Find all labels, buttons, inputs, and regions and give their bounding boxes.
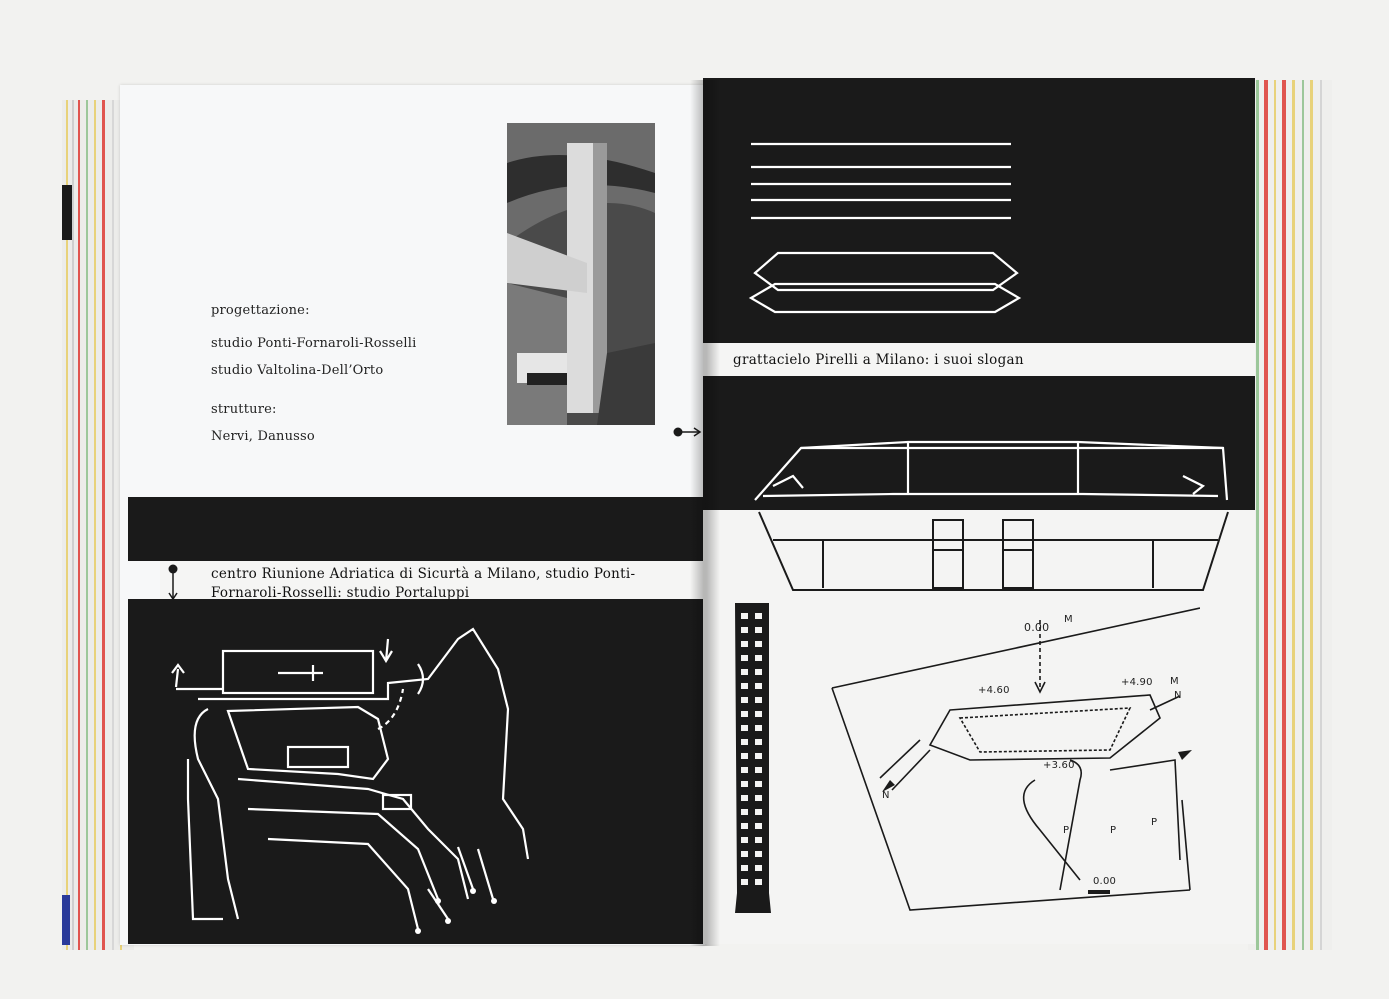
mark-p-1: P [1063, 825, 1070, 836]
slogan-panel [703, 78, 1255, 343]
book-gutter [690, 80, 720, 946]
design-studio-2: studio Valtolina-Dell’Orto [211, 363, 384, 378]
arrow-right-icon [673, 427, 702, 437]
tower-elevation-drawing [735, 603, 771, 913]
left-black-band [128, 497, 705, 561]
left-caption-bar [160, 561, 705, 599]
floor-plan-drawing [754, 440, 1229, 501]
mark-m-top: M [1064, 614, 1073, 625]
mark-p-3: P [1151, 817, 1158, 828]
site-plan-right [810, 600, 1200, 920]
mark-n-right: N [1174, 690, 1182, 701]
design-studio-1: studio Ponti-Fornaroli-Rosselli [211, 336, 417, 351]
right-caption: grattacielo Pirelli a Milano: i suoi slo… [733, 352, 1024, 368]
left-caption-line-2: Fornaroli-Rosselli: studio Portaluppi [211, 585, 470, 601]
level-center: +3.60 [1043, 760, 1075, 771]
pirelli-slogan-drawing [748, 142, 1022, 314]
mark-m-right: M [1170, 676, 1179, 687]
right-caption-bar [703, 343, 1255, 376]
level-zero-top: 0.00 [1024, 621, 1050, 634]
floor-plan-panel [703, 376, 1255, 510]
building-photo [507, 123, 655, 425]
site-plan-drawing [171, 627, 530, 934]
structures-label: strutture: [211, 402, 277, 417]
level-left: +4.60 [978, 685, 1010, 696]
level-right: +4.90 [1121, 677, 1153, 688]
site-plan-panel [128, 599, 705, 944]
mark-p-2: P [1110, 825, 1117, 836]
design-label: progettazione: [211, 303, 310, 318]
left-caption-line-1: centro Riunione Adriatica di Sicurtà a M… [211, 566, 636, 582]
arrow-down-icon [168, 564, 178, 601]
floor-plan-lower [703, 510, 1255, 600]
right-page-edges [1248, 80, 1332, 950]
structures-names: Nervi, Danusso [211, 429, 315, 444]
mark-n-left: N [882, 790, 890, 801]
level-zero-bottom: 0.00 [1093, 876, 1117, 887]
